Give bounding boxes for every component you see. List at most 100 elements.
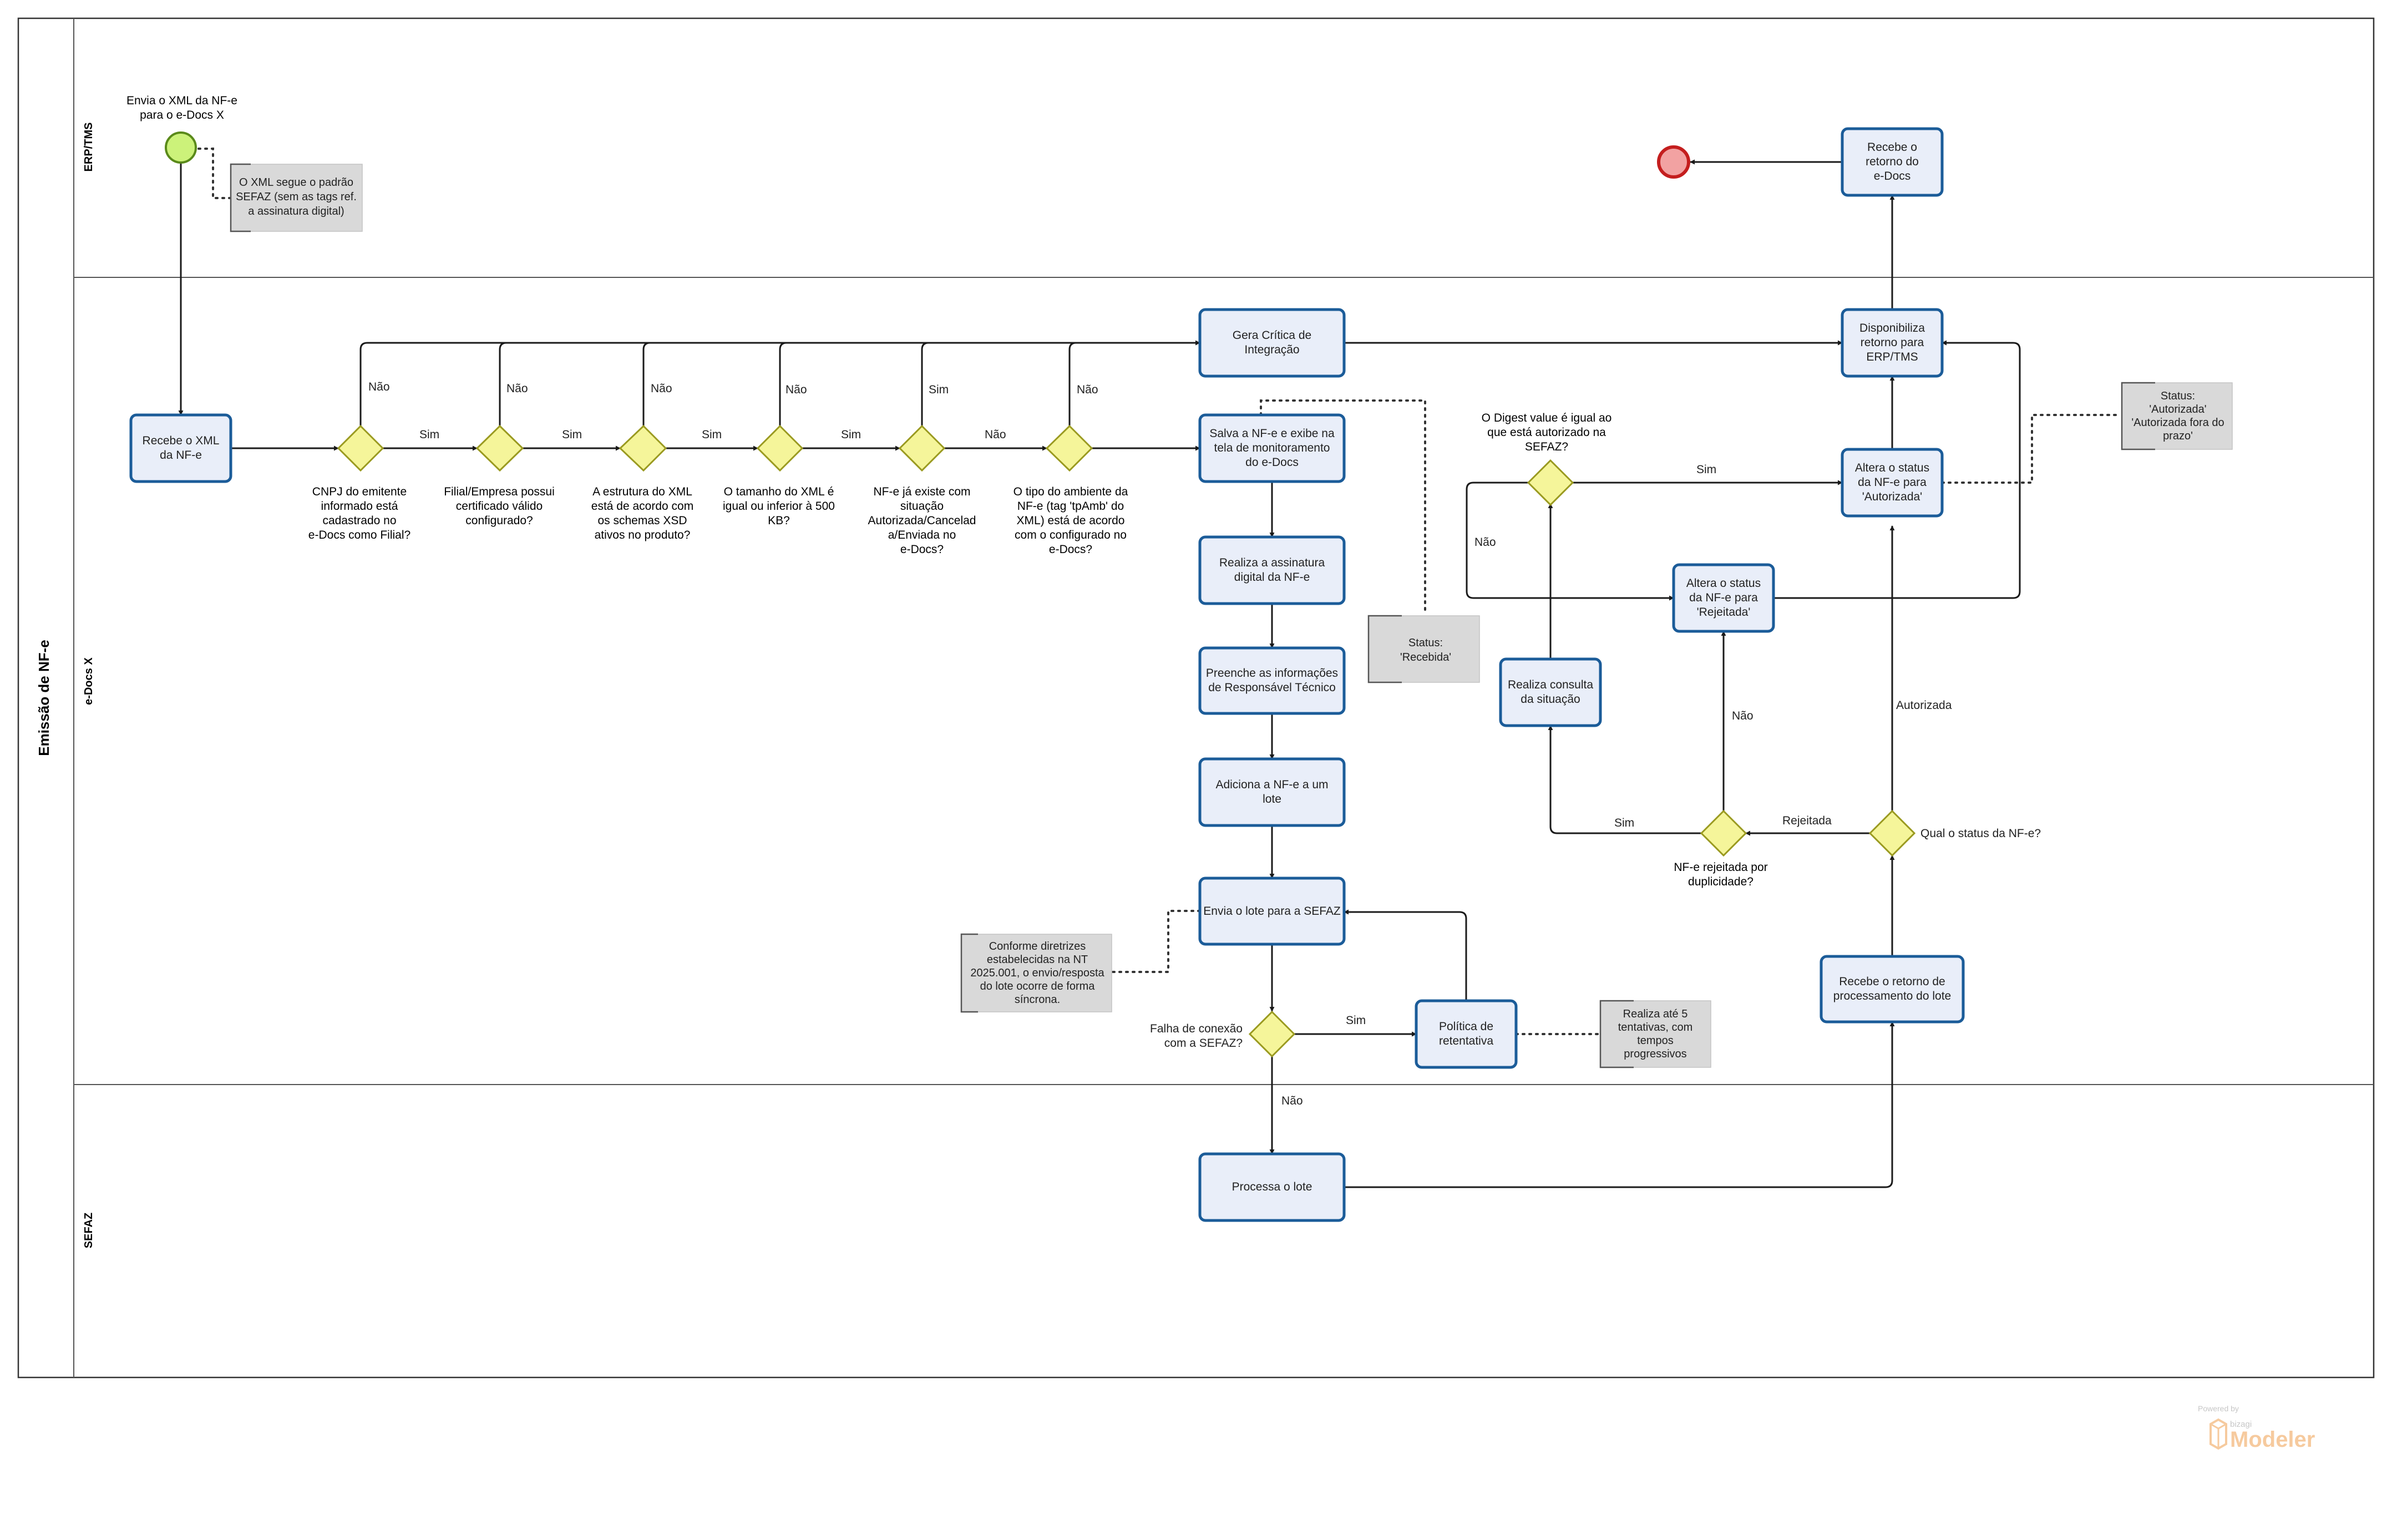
flow-label-g2-yes: Sim [562, 428, 582, 441]
pool-border [17, 17, 2375, 1379]
flow-label-dup-yes: Sim [1614, 817, 1634, 829]
task-processa-lote[interactable]: Processa o lote [1198, 1152, 1346, 1222]
lane-title-edocs: e-Docs X [83, 657, 95, 705]
gateway-status-nfe[interactable] [1868, 809, 1916, 857]
end-event[interactable] [1657, 145, 1690, 179]
watermark-powered: Powered by [2198, 1404, 2239, 1413]
gateway-falha-conexao[interactable] [1248, 1010, 1296, 1058]
gateway-tamanho-xml[interactable] [756, 424, 804, 472]
bizagi-cube-icon [2209, 1418, 2227, 1450]
flow-digest-no [1466, 482, 1674, 601]
gateway-digest-value[interactable] [1527, 459, 1574, 506]
flow-label-g3-no: Não [651, 382, 672, 395]
gateway-cnpj-cadastrado[interactable] [337, 424, 384, 472]
flow-g2-no [499, 342, 507, 426]
svg-text:Processa o lote: Processa o lote [1232, 1181, 1312, 1193]
flow-label-g1-yes: Sim [419, 428, 439, 441]
assoc-recebida-note [1260, 399, 1426, 616]
gateway-rejeitada-duplicidade[interactable] [1700, 809, 1747, 857]
flow-label-digest-no: Não [1474, 536, 1496, 549]
flow-label-dup-no: Não [1732, 710, 1754, 722]
watermark-brand: bizagi [2230, 1420, 2252, 1429]
flow-label-falha-no: Não [1281, 1095, 1303, 1107]
flow-dup-yes [1548, 725, 1701, 834]
gateway-certificado-valido[interactable] [475, 424, 524, 472]
watermark-product: Modeler [2230, 1427, 2315, 1452]
gateway-label-status: Qual o status da NF-e? [1920, 827, 2041, 840]
sequence-flows [178, 159, 2021, 1188]
flow-g6-no [1068, 342, 1077, 426]
assoc-xml-note [191, 148, 231, 199]
flow-label-status-autorizada: Autorizada [1896, 699, 1952, 712]
flow-g5-yes [921, 342, 929, 426]
gateway-tipo-ambiente[interactable] [1045, 424, 1093, 472]
lane-title-sefaz: SEFAZ [83, 1213, 95, 1248]
flow-label-g5-yes: Sim [929, 383, 949, 396]
flow-label-g6-no: Não [1077, 383, 1098, 396]
flow-label-g1-no: Não [368, 381, 390, 393]
flow-label-g4-no: Não [785, 383, 807, 396]
flow-labels: Não Sim Não Sim Não Sim Não Sim Sim Não … [368, 381, 1952, 1107]
bizagi-watermark: Powered by bizagi Modeler [2198, 1404, 2315, 1452]
gateway-schema-xsd[interactable] [619, 424, 667, 472]
lane-title-erp: ERP/TMS [83, 123, 95, 172]
gateway-nfe-existe[interactable] [898, 424, 946, 472]
flow-g4-no [779, 342, 787, 426]
flow-label-falha-yes: Sim [1346, 1014, 1366, 1027]
note-status-recebida: Status:'Recebida' [1367, 615, 1480, 683]
svg-text:Envia o lote para a SEFAZ: Envia o lote para a SEFAZ [1203, 905, 1341, 918]
task-envia-lote[interactable]: Envia o lote para a SEFAZ [1198, 877, 1346, 946]
start-event[interactable] [165, 131, 197, 164]
flow-rejeitada-to-disponibiliza [1773, 340, 2021, 599]
flow-no-to-critica [359, 340, 1200, 426]
flow-label-status-rejeitada: Rejeitada [1782, 814, 1832, 827]
flow-label-digest-yes: Sim [1696, 463, 1716, 476]
flow-processa-to-recebe [1344, 1021, 1895, 1188]
assoc-nt-note [1112, 910, 1201, 973]
flow-politica-to-envia [1344, 909, 1467, 1001]
associations [191, 148, 2122, 1035]
svg-text:Status:'Autorizada''Autorizada: Status:'Autorizada''Autorizada fora dopr… [2131, 390, 2224, 442]
